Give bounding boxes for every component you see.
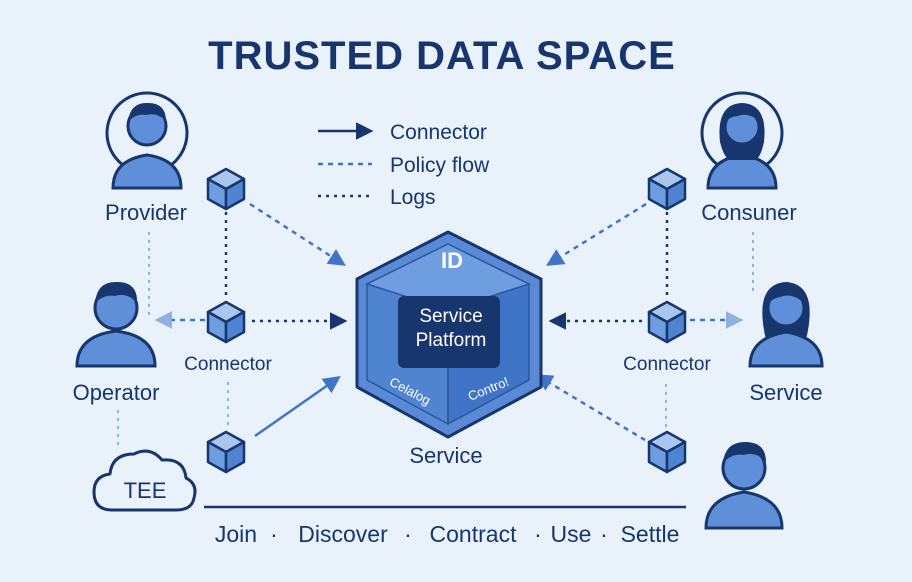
hub-core-line2: Platform [416,330,487,351]
footer-step-settle: Settle [621,521,680,547]
connector-cube-right-bottom[interactable] [647,430,687,474]
service-platform-hub[interactable]: ID Service Platform Celalog Contro! [355,230,543,439]
legend-policy-label: Policy flow [390,154,490,177]
footer-step-contract: Contract [430,521,518,547]
operator-label: Operator [73,380,160,405]
tee-label: TEE [124,478,167,503]
tee-cloud[interactable]: TEE [92,449,197,512]
footer-separator: · [270,521,278,547]
right-connector-label: Connector [623,354,711,375]
provider-label: Provider [105,200,187,225]
bottom-right-avatar[interactable] [704,442,784,530]
provider-avatar[interactable] [105,91,189,190]
right-lower-policy-arrow [534,374,646,442]
footer-step-use: Use [551,521,592,547]
connector-cube-left-top[interactable] [206,167,246,211]
tee-connector-arrow [254,375,341,438]
connector-cube-left-bottom[interactable] [206,430,246,474]
footer-step-join: Join [215,521,257,547]
service-right-avatar[interactable] [748,282,824,368]
legend-logs-label: Logs [390,186,436,209]
consumer-policy-arrow [546,202,647,266]
connector-cube-left-mid[interactable] [206,300,246,344]
footer-step-discover: Discover [298,521,388,547]
footer-separator: · [404,521,412,547]
left-connector-label: Connector [184,354,272,375]
diagram-title: TRUSTED DATA SPACE [208,34,676,78]
cloud-icon [92,449,197,512]
connector-cube-right-top[interactable] [647,167,687,211]
legend-connector-label: Connector [390,121,487,144]
legend: Connector Policy flow Logs [318,121,490,209]
footer-steps: Join · Discover · Contract · Use · Settl… [215,521,680,547]
connector-cube-right-mid[interactable] [647,300,687,344]
provider-policy-arrow [249,202,346,266]
hub-id-label: ID [441,248,463,273]
hub-caption: Service [409,443,482,468]
hub-core [398,296,500,368]
consumer-label: Consuner [701,200,796,225]
service-right-label: Service [749,380,822,405]
consumer-avatar[interactable] [700,91,784,190]
hub-core-line1: Service [419,306,482,327]
footer-separator: · [600,521,608,547]
footer-separator: · [534,521,542,547]
operator-avatar[interactable] [75,281,157,368]
